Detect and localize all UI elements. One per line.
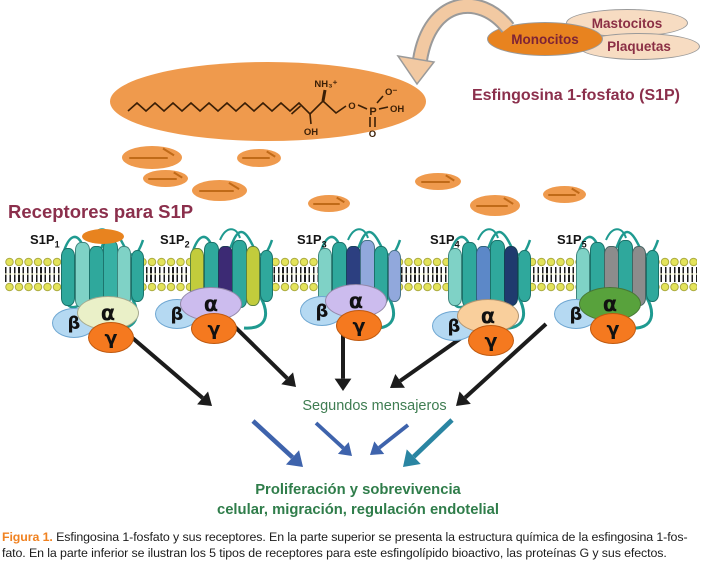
s1p-molecule bbox=[543, 186, 586, 203]
receptor-extracellular-loops bbox=[347, 228, 369, 241]
effect-arrow bbox=[251, 419, 295, 460]
receptor-subtype-number: 4 bbox=[454, 239, 460, 250]
receptor-helix bbox=[490, 240, 505, 308]
s1p-molecule bbox=[470, 195, 520, 216]
s1p-molecule bbox=[415, 173, 461, 190]
chem-label-o-ester: O bbox=[348, 101, 355, 112]
receptor-label: S1P3 bbox=[297, 232, 327, 250]
effect-arrow bbox=[378, 423, 410, 450]
receptor-helix bbox=[260, 250, 273, 302]
cell-plaquetas-label: Plaquetas bbox=[607, 39, 671, 54]
receptor-label: S1P2 bbox=[160, 232, 190, 250]
signal-arrow-head bbox=[197, 391, 212, 406]
chem-label-o-minus: O⁻ bbox=[385, 87, 397, 98]
effect-arrow-head bbox=[337, 442, 352, 456]
signal-arrow bbox=[227, 319, 289, 380]
s1p-molecule bbox=[192, 180, 247, 201]
receptor-extracellular-loops bbox=[219, 228, 241, 241]
receptor-subtype-number: 1 bbox=[54, 239, 60, 250]
caption-line1: Esfingosina 1-fosfato y sus receptores. … bbox=[56, 530, 688, 544]
g-protein-gamma: γ bbox=[88, 322, 134, 353]
receptor-name: S1P bbox=[557, 232, 582, 247]
effects-line2: celular, migración, regulación endotelia… bbox=[216, 502, 500, 518]
receptor-helix bbox=[518, 250, 531, 302]
receptor-helix bbox=[476, 246, 491, 306]
receptor-subtype-number: 3 bbox=[321, 239, 327, 250]
chem-label-o-double: O bbox=[369, 129, 376, 140]
signal-arrow-head bbox=[281, 372, 296, 387]
receptor-extracellular-loops bbox=[605, 228, 627, 241]
effect-arrow-head bbox=[285, 450, 303, 467]
receptor-helix bbox=[61, 248, 75, 306]
effect-arrow bbox=[314, 421, 345, 450]
chemical-structure bbox=[127, 89, 389, 127]
signal-arrow-head bbox=[456, 391, 471, 406]
g-protein-gamma: γ bbox=[191, 313, 237, 344]
s1p-ligand-bound bbox=[82, 229, 124, 244]
effect-arrow-head bbox=[403, 449, 421, 467]
effects-line1: Proliferación y sobrevivencia bbox=[255, 482, 461, 498]
receptors-title: Receptores para S1P bbox=[8, 201, 194, 222]
g-protein-gamma: γ bbox=[336, 310, 382, 341]
receptor-name: S1P bbox=[297, 232, 322, 247]
receptor-name: S1P bbox=[30, 232, 55, 247]
receptor-label: S1P5 bbox=[557, 232, 587, 250]
signal-arrow bbox=[120, 327, 204, 400]
s1p-title: Esfingosina 1-fosfato (S1P) bbox=[471, 87, 681, 104]
secretion-curved-arrow bbox=[396, 0, 515, 86]
s1p-molecule bbox=[122, 146, 182, 169]
effect-arrow-head bbox=[370, 441, 385, 455]
cell-monocitos-label: Monocitos bbox=[511, 31, 579, 47]
receptor-helix bbox=[75, 242, 90, 308]
receptor-label: S1P4 bbox=[430, 232, 460, 250]
receptor-name: S1P bbox=[160, 232, 185, 247]
receptor-helix bbox=[504, 246, 518, 306]
receptor-helix bbox=[246, 246, 260, 306]
chem-label-p: P bbox=[369, 106, 376, 118]
receptor-subtype-number: 2 bbox=[184, 239, 190, 250]
effects-label: Proliferación y sobrevivencia celular, m… bbox=[138, 480, 578, 520]
chem-label-nh3: NH₃⁺ bbox=[314, 79, 337, 90]
receptor-extracellular-loops bbox=[477, 228, 499, 241]
s1p-molecule bbox=[308, 195, 350, 212]
receptor-helix bbox=[388, 250, 401, 302]
g-protein-gamma: γ bbox=[590, 313, 636, 344]
effect-arrow bbox=[412, 418, 454, 459]
figura-label: Figura 1. bbox=[2, 530, 53, 544]
receptor-helix bbox=[462, 242, 477, 308]
receptor-label: S1P1 bbox=[30, 232, 60, 250]
signal-arrow-head bbox=[390, 373, 405, 388]
receptor-subtype-number: 5 bbox=[581, 239, 587, 250]
chem-label-oh-acid: OH bbox=[390, 104, 404, 115]
signal-arrow bbox=[463, 322, 548, 400]
s1p-molecule-ellipse bbox=[110, 62, 426, 141]
receptor-name: S1P bbox=[430, 232, 455, 247]
receptor-helix bbox=[448, 248, 462, 306]
caption-line2: fato. En la parte inferior se ilustran l… bbox=[2, 545, 667, 560]
signal-arrow-head bbox=[334, 378, 352, 391]
receptor-helix bbox=[646, 250, 659, 302]
chemical-labels: NH₃⁺ OH O P O OH O⁻ bbox=[304, 79, 405, 140]
s1p-molecule bbox=[237, 149, 281, 167]
chem-label-oh-chain: OH bbox=[304, 127, 318, 138]
receptor-helix bbox=[131, 250, 144, 302]
s1p-molecule bbox=[143, 170, 188, 187]
cell-mastocitos-label: Mastocitos bbox=[591, 15, 663, 31]
second-messengers-label: Segundos mensajeros bbox=[302, 398, 447, 414]
figure-caption: Figura 1. Esfingosina 1-fosfato y sus re… bbox=[2, 530, 701, 561]
g-protein-gamma: γ bbox=[468, 325, 514, 356]
